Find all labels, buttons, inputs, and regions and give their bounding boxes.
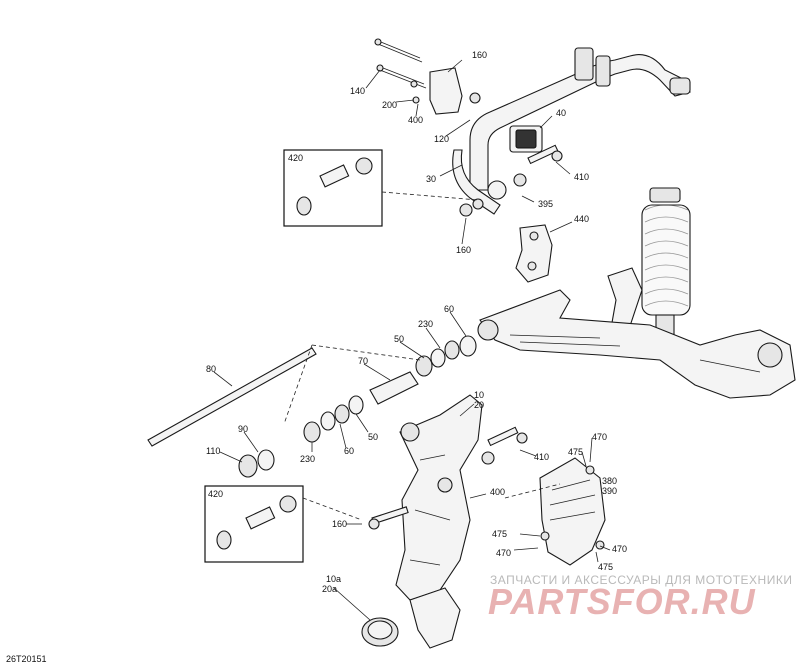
callout-390: 390 [602, 486, 617, 496]
callout-475-left: 475 [492, 529, 507, 539]
callout-20a: 20a [322, 584, 337, 594]
callout-60-bottom: 60 [344, 446, 354, 456]
callout-470-right: 470 [612, 544, 627, 554]
callout-200: 200 [382, 100, 397, 110]
callout-90: 90 [238, 424, 248, 434]
bracket-440 [515, 224, 553, 283]
link-rod-30 [452, 149, 501, 217]
callout-440: 440 [574, 214, 589, 224]
callout-10: 10 [474, 390, 484, 400]
callout-395: 395 [538, 199, 553, 209]
callout-470-left: 470 [496, 548, 511, 558]
lower-arm [395, 394, 483, 601]
watermark-tagline: ЗАПЧАСТИ И АКСЕССУАРЫ ДЛЯ МОТОТЕХНИКИ [490, 573, 792, 587]
upper-a-arm [477, 289, 796, 399]
callout-labels: 160 140 200 400 120 40 410 30 395 160 44… [206, 50, 627, 594]
callout-160-top: 160 [472, 50, 487, 60]
callout-420-bottom: 420 [208, 489, 223, 499]
washers-90-110 [238, 449, 275, 478]
callout-50-bottom: 50 [368, 432, 378, 442]
callout-70: 70 [358, 356, 368, 366]
callout-410-top: 410 [574, 172, 589, 182]
watermark-logo: PARTSFOR.RU [488, 581, 756, 622]
hub-10a-20a [361, 587, 461, 649]
callout-140: 140 [350, 86, 365, 96]
callout-160-mid: 160 [456, 245, 471, 255]
shaft-80 [147, 347, 317, 447]
callout-40: 40 [556, 108, 566, 118]
callout-230-top: 230 [418, 319, 433, 329]
callout-10a: 10a [326, 574, 341, 584]
callout-400-bottom: 400 [490, 487, 505, 497]
callout-30: 30 [426, 174, 436, 184]
shock-absorber [607, 187, 691, 361]
alignment-dashes [283, 344, 561, 499]
bolt-410-lower [481, 426, 528, 465]
guard-380-390 [539, 457, 606, 566]
callout-160-bottom: 160 [332, 519, 347, 529]
leader-lines [213, 59, 611, 621]
callout-80: 80 [206, 364, 216, 374]
diagram-code: 26T20151 [6, 654, 47, 664]
bolt-160-left [368, 506, 409, 530]
callout-110: 110 [206, 446, 220, 456]
callout-50-top: 50 [394, 334, 404, 344]
callout-120: 120 [434, 134, 449, 144]
bushing-40 [509, 125, 543, 153]
detail-box-420-bottom [204, 485, 363, 563]
detail-box-420-top [283, 149, 479, 227]
watermark: ЗАПЧАСТИ И АКСЕССУАРЫ ДЛЯ МОТОТЕХНИКИ PA… [488, 573, 792, 622]
bracket-160-top [374, 38, 481, 115]
callout-410-bottom: 410 [534, 452, 549, 462]
callout-475-right: 475 [598, 562, 613, 572]
callout-475-top: 475 [568, 447, 583, 457]
callout-230-bottom: 230 [300, 454, 315, 464]
callout-470-top: 470 [592, 432, 607, 442]
sway-bar [469, 47, 691, 200]
callout-420-top: 420 [288, 153, 303, 163]
callout-20: 20 [474, 400, 484, 410]
bolt-410-upper [527, 144, 563, 165]
callout-380: 380 [602, 476, 617, 486]
callout-60-top: 60 [444, 304, 454, 314]
callout-400-top: 400 [408, 115, 423, 125]
bushing-stack [303, 335, 477, 443]
